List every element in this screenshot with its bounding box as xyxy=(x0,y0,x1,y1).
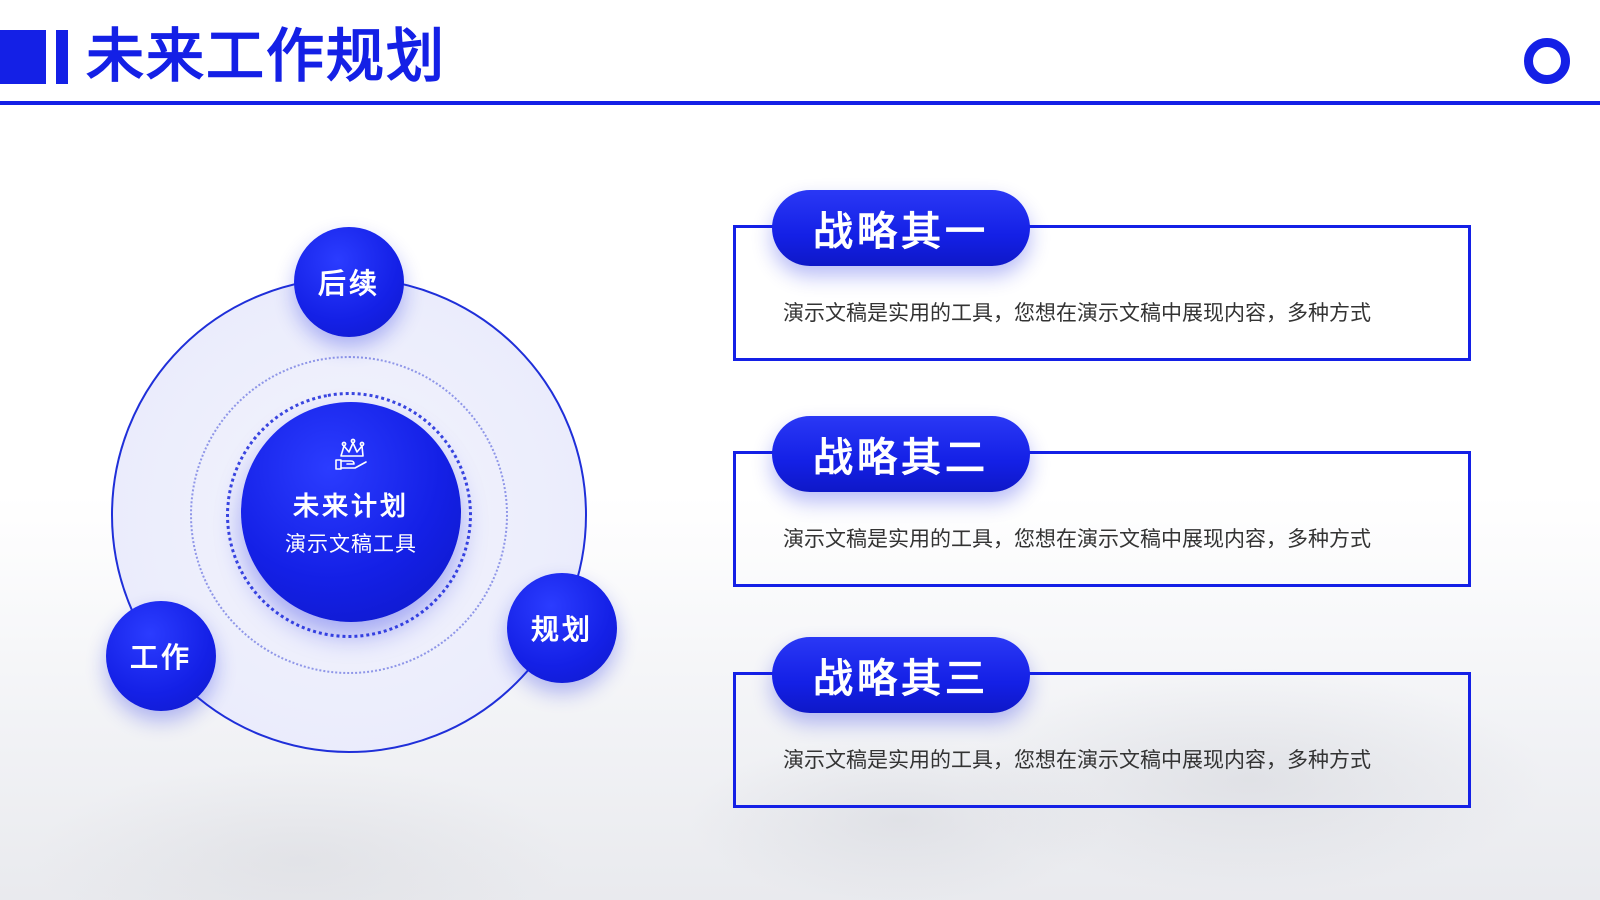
dotted-ring xyxy=(190,356,508,674)
strategy-card-3: 战略其三 演示文稿是实用的工具，您想在演示文稿中展现内容，多种方式 xyxy=(733,637,1471,808)
strategy-title-2: 战略其二 xyxy=(772,416,1030,492)
strategy-card-2: 战略其二 演示文稿是实用的工具，您想在演示文稿中展现内容，多种方式 xyxy=(733,416,1471,587)
strategy-title-1: 战略其一 xyxy=(772,190,1030,266)
header-accent-stripe xyxy=(56,30,68,84)
header-accent-block xyxy=(0,30,46,84)
center-circle: 未来计划 演示文稿工具 xyxy=(241,402,461,622)
header-divider xyxy=(0,101,1600,105)
center-subtitle: 演示文稿工具 xyxy=(285,532,417,556)
strategy-card-1: 战略其一 演示文稿是实用的工具，您想在演示文稿中展现内容，多种方式 xyxy=(733,190,1471,361)
node-guihua: 规划 xyxy=(507,573,617,683)
strategy-text-3: 演示文稿是实用的工具，您想在演示文稿中展现内容，多种方式 xyxy=(783,748,1371,772)
page-title: 未来工作规划 xyxy=(86,22,447,90)
node-gongzuo: 工作 xyxy=(106,601,216,711)
ring-icon xyxy=(1524,38,1570,84)
strategy-text-1: 演示文稿是实用的工具，您想在演示文稿中展现内容，多种方式 xyxy=(783,301,1371,325)
node-houxu: 后续 xyxy=(294,227,404,337)
center-title: 未来计划 xyxy=(292,492,409,522)
crown-icon xyxy=(335,438,367,470)
strategy-text-2: 演示文稿是实用的工具，您想在演示文稿中展现内容，多种方式 xyxy=(783,527,1371,551)
strategy-title-3: 战略其三 xyxy=(772,637,1030,713)
